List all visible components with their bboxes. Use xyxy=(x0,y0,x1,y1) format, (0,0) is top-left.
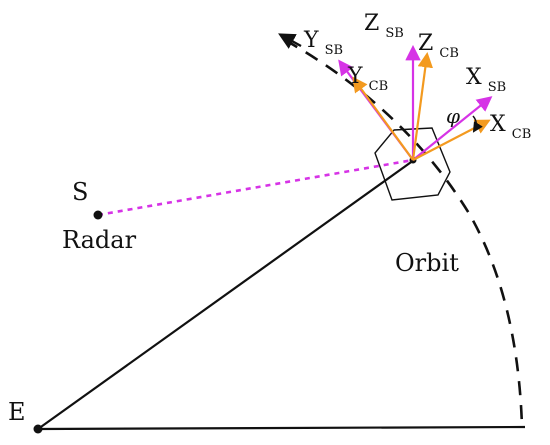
radar-point xyxy=(93,210,103,220)
earth-label: E xyxy=(8,398,26,426)
earth-point xyxy=(33,424,43,434)
orbit-dashed-arc xyxy=(284,38,524,428)
orbit-label: Orbit xyxy=(395,249,459,277)
xsb-label: X SB xyxy=(466,65,506,95)
earth-satellite-line xyxy=(37,159,415,430)
phi-label: φ xyxy=(446,104,460,128)
ycb-axis-arrow xyxy=(352,76,414,161)
zcb-label: Z CB xyxy=(418,31,459,61)
xcb-label: X CB xyxy=(490,112,531,142)
earth-base-line xyxy=(37,425,526,431)
radar-label: Radar xyxy=(62,226,137,254)
orbit-direction-arrow xyxy=(278,33,302,49)
xsb-axis-arrow xyxy=(412,96,493,161)
ysb-label: Y SB xyxy=(303,28,343,58)
zcb-axis-arrow xyxy=(411,51,434,161)
satellite-body xyxy=(374,127,451,201)
satellite-point-label: S xyxy=(72,178,88,206)
zsb-label: Z SB xyxy=(364,11,404,41)
ycb-label: Y CB xyxy=(347,64,388,94)
radar-line-of-sight xyxy=(97,158,414,217)
phi-angle-arc xyxy=(472,115,483,133)
